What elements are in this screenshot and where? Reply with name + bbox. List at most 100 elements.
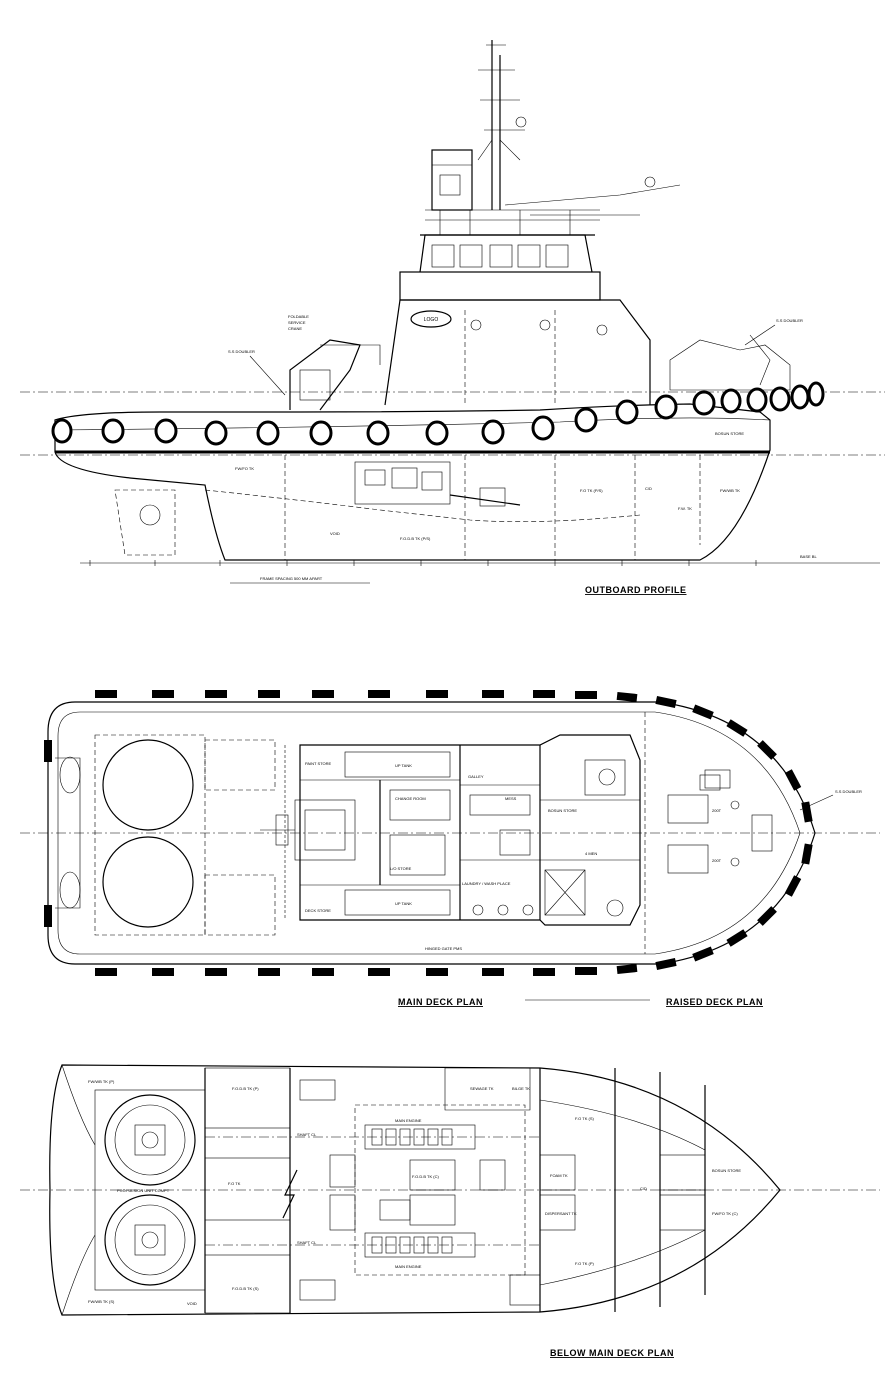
fwb-tk-p-label: FW/WB TK (S) — [88, 1299, 115, 1304]
tyre-fenders — [51, 381, 825, 446]
fodb-tk-s-label: F.O.D.B TK (P) — [232, 1086, 259, 1091]
propulsion-hub — [139, 504, 161, 526]
shaft-cl-p-label: SHAFT CL — [297, 1240, 317, 1245]
svg-text:SERVICE: SERVICE — [288, 320, 306, 325]
below-main-deck-plan-title: BELOW MAIN DECK PLAN — [550, 1348, 674, 1358]
light-boom — [504, 184, 681, 206]
main-engine-port — [364, 1124, 476, 1150]
foldable-service-crane: FOLDABLE SERVICE CRANE — [288, 314, 381, 411]
svg-text:200T: 200T — [712, 858, 722, 863]
lo-store-label: L/O STORE — [390, 866, 412, 871]
fo-tk-fwd-s-label: F.O TK (S) — [575, 1116, 594, 1121]
deckhouse-plan — [299, 734, 641, 926]
logo-text: LOGO — [424, 317, 439, 323]
below-deck-hull-outline — [49, 1064, 781, 1316]
ss-doubler-aft-label: S.S DOUBLER — [228, 349, 255, 354]
bosun-store-label: BOSUN STORE — [712, 1168, 741, 1173]
propulsion-unit-outline — [114, 489, 176, 556]
perimeter-fenders — [44, 690, 813, 976]
bosun-store-label: BOSUN STORE — [548, 808, 577, 813]
outboard-profile-title: OUTBOARD PROFILE — [585, 585, 687, 595]
porthole — [470, 319, 482, 331]
propulsion-unit-port — [104, 1094, 196, 1186]
fwb-tk-label: FW/WB TK — [720, 488, 740, 493]
main-engine-s-label: MAIN ENGINE — [395, 1118, 422, 1123]
funnel — [431, 149, 473, 211]
stern-roller-frame — [55, 757, 81, 909]
ss-doubler-fwd-label: S.S DOUBLER — [776, 318, 803, 323]
main-deck-plan-title: MAIN DECK PLAN — [398, 997, 483, 1007]
bow-winch — [669, 339, 791, 391]
void-label: VOID — [330, 531, 340, 536]
upper-tank-stbd — [344, 889, 451, 916]
logo-ellipse — [410, 310, 452, 328]
fw-tk-label: F.W. TK — [678, 506, 692, 511]
foam-tk-label: FOAM TK — [550, 1173, 568, 1178]
bulwark-inner-line — [57, 711, 801, 955]
deck-store-label: DECK STORE — [305, 908, 331, 913]
void-label: VOID — [187, 1301, 197, 1306]
svg-text:200T: 200T — [712, 808, 722, 813]
sewage-label: SEWAGE TK — [470, 1086, 494, 1091]
propulsion-unit-label: PROPULSION UNIT COMPT — [117, 1188, 170, 1193]
upper-deckhouse — [399, 271, 601, 301]
laundry-label: LAUNDRY / WASH PLACE — [462, 881, 511, 886]
hull-outline — [54, 403, 771, 561]
deckhouse-outline — [384, 299, 651, 406]
outboard-profile: FW/FO TK F.O TK (P/S) FW/WB TK F.O.D.B T… — [20, 40, 885, 595]
four-men-label: 4 MEN — [585, 851, 597, 856]
ss-doubler-plan-label: S.S DOUBLER — [835, 789, 862, 794]
frame-ticks — [89, 560, 757, 566]
mast — [477, 40, 527, 210]
cl-label: C/D — [645, 486, 652, 491]
bilge-label: BILGE TK — [512, 1086, 530, 1091]
upper-tank-port — [344, 751, 451, 778]
frame-spacing-label: FRAME SPACING 500 MM APART — [260, 576, 323, 581]
main-engine-starboard — [364, 1232, 476, 1258]
galley-label: GALLEY — [468, 774, 484, 779]
bow-towing-winch: 200T 200T — [667, 774, 773, 874]
fodb-tk-p-label: F.O.D.B TK (S) — [232, 1286, 259, 1291]
cl-label: C/D — [640, 1186, 647, 1191]
upper-tank-s-label: UP TANK — [395, 763, 412, 768]
z-drive-starboard — [102, 836, 194, 928]
upper-tank-p-label: UP TANK — [395, 901, 412, 906]
change-room-label: CHANGE ROOM — [395, 796, 426, 801]
fw-tk-fwd-label: FW/FO TK (C) — [712, 1211, 738, 1216]
wheelhouse-window — [545, 244, 569, 268]
fo-tank-centre — [204, 1157, 291, 1221]
wheelhouse-window — [459, 244, 483, 268]
propulsion-unit-starboard — [104, 1194, 196, 1286]
fodb-tk-label: F.O.D.B TK (P/S) — [400, 536, 431, 541]
main-engine-p-label: MAIN ENGINE — [395, 1264, 422, 1269]
main-engine-profile — [354, 461, 451, 505]
shaft-cl-s-label: SHAFT CL — [297, 1132, 317, 1137]
base-line-label: BASE BL — [800, 554, 817, 559]
fodb-centre-label: F.O.D.B TK (C) — [412, 1174, 439, 1179]
fo-tk-label: F.O TK (P/S) — [580, 488, 603, 493]
svg-text:CRANE: CRANE — [288, 326, 302, 331]
main-deck-plan: DECK STORE L/O STORE GALLEY MESS CHANGE … — [20, 690, 880, 1007]
raised-deck-plan-title: RAISED DECK PLAN — [666, 997, 763, 1007]
engine-room — [354, 1104, 526, 1276]
wheelhouse-window — [517, 244, 541, 268]
fwb-tk-s-label: FW/WB TK (P) — [88, 1079, 115, 1084]
wheelhouse-window — [431, 244, 455, 268]
mess-label: MESS — [505, 796, 517, 801]
bosun-store-label: BOSUN STORE — [715, 431, 744, 436]
fo-tk-label: F.O TK — [228, 1181, 241, 1186]
svg-text:FOLDABLE: FOLDABLE — [288, 314, 309, 319]
shaft-line — [449, 494, 521, 506]
fwd-label: FW/FO TK — [235, 466, 254, 471]
hinged-gate-label: HINGED GATE PMS — [425, 946, 462, 951]
wheelhouse-window — [489, 244, 513, 268]
wheelhouse-outline — [419, 234, 593, 273]
dispersant-tk-label: DISPERSANT TK — [545, 1211, 577, 1216]
paint-store-label: PAINT STORE — [305, 761, 332, 766]
porthole — [539, 319, 551, 331]
z-drive-port — [102, 739, 194, 831]
below-main-deck-plan: FW/WB TK (P) FW/WB TK (S) PROPULSION UNI… — [20, 1064, 880, 1358]
electrical-symbol — [282, 1169, 298, 1219]
towing-winch — [260, 799, 356, 861]
